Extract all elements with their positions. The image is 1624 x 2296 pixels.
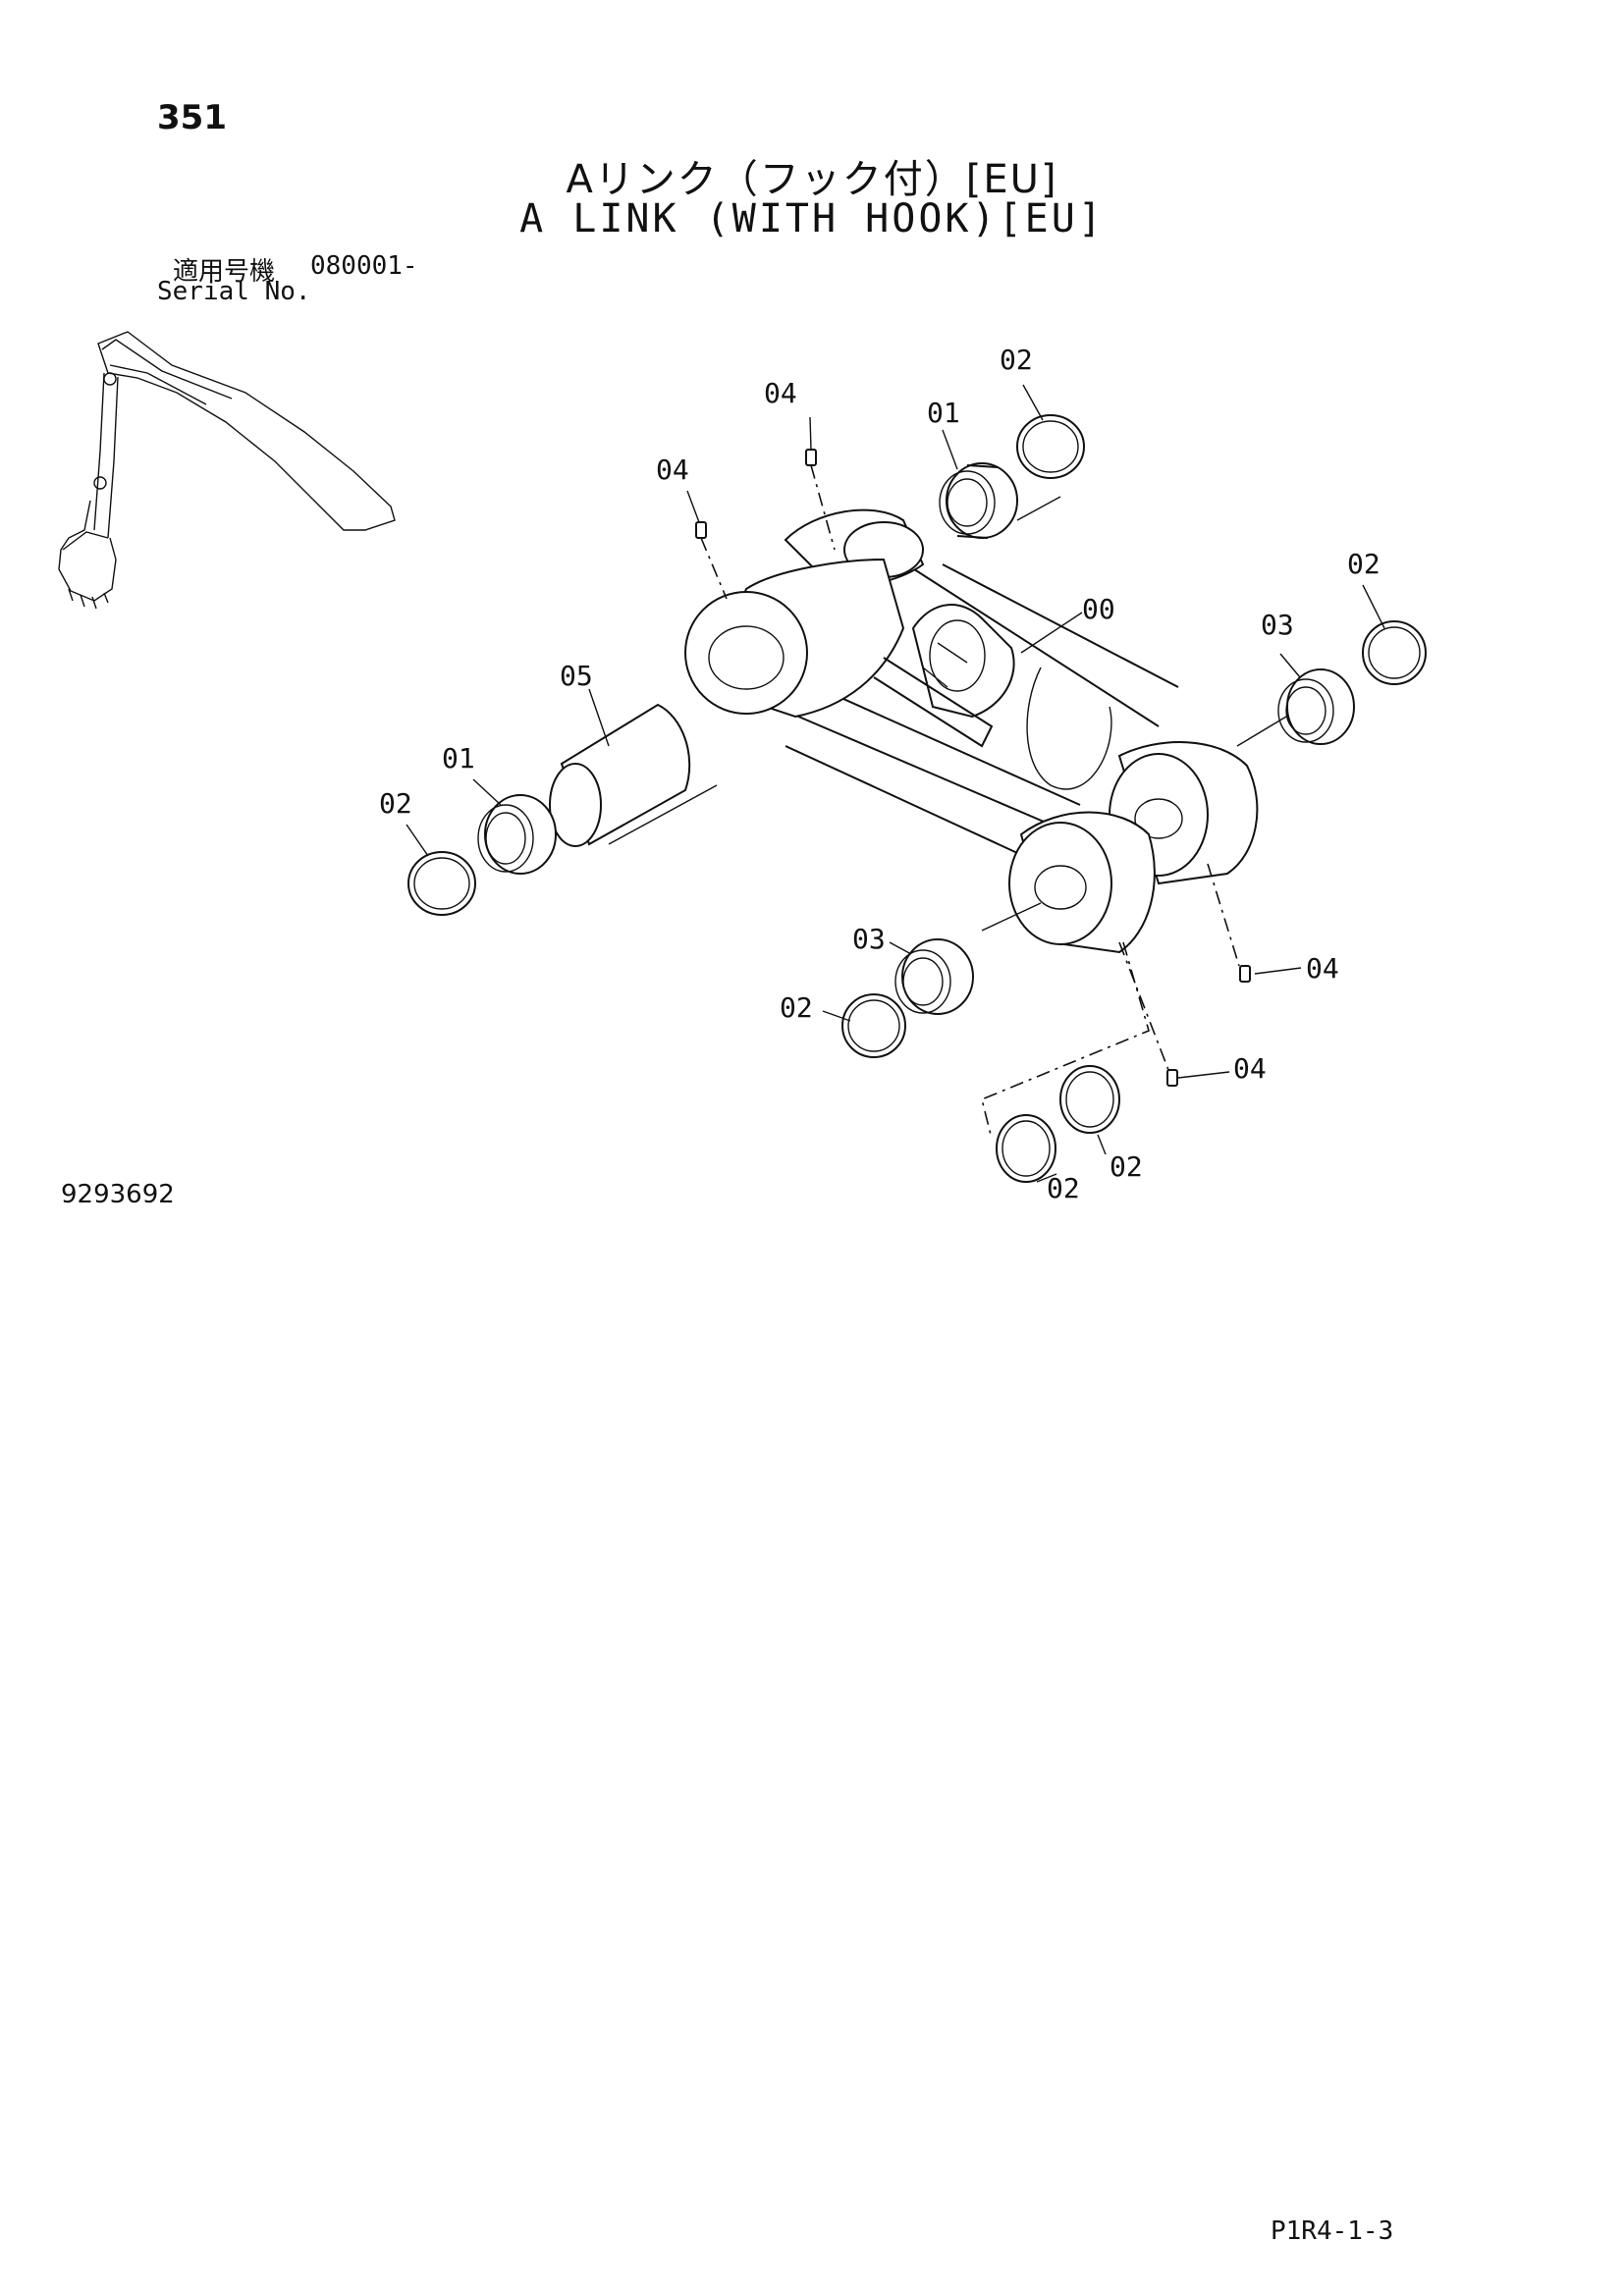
part-02-upper-ring bbox=[1016, 414, 1085, 479]
callout-05: 05 bbox=[560, 660, 593, 692]
callout-02-bottom-right: 02 bbox=[1110, 1150, 1143, 1183]
callout-03-right: 03 bbox=[1261, 609, 1294, 641]
part-05-pin bbox=[549, 703, 691, 847]
callout-01-top: 01 bbox=[927, 397, 960, 429]
a-link-body bbox=[684, 508, 1259, 954]
callout-02-bottom-left: 02 bbox=[1047, 1172, 1080, 1204]
part-02-left-ring bbox=[407, 851, 476, 916]
callout-02-lower: 02 bbox=[780, 991, 813, 1024]
callout-00: 00 bbox=[1082, 593, 1115, 625]
serial-label-english: Serial No. bbox=[157, 277, 311, 306]
callout-04-left: 04 bbox=[656, 454, 689, 486]
part-02-bottom-rings bbox=[996, 1065, 1120, 1183]
part-03-right-bushing bbox=[1277, 668, 1355, 745]
title-english: A LINK (WITH HOOK)[EU] bbox=[519, 196, 1105, 241]
hook-assembly bbox=[873, 604, 1015, 748]
callout-04-bottom: 04 bbox=[1233, 1052, 1267, 1085]
excavator-thumbnail bbox=[58, 331, 396, 610]
callout-labels: 02 04 01 04 02 00 03 05 01 02 03 04 02 0… bbox=[379, 344, 1380, 1204]
callout-04-right: 04 bbox=[1306, 952, 1339, 985]
serial-value: 080001- bbox=[310, 251, 418, 281]
page-number: 351 bbox=[157, 98, 227, 137]
part-03-lower-bushing bbox=[894, 938, 974, 1015]
part-02-right-ring bbox=[1362, 620, 1427, 685]
callout-01-left: 01 bbox=[442, 742, 475, 774]
part-01-left-bushing bbox=[477, 794, 557, 875]
part-02-lower-ring bbox=[841, 993, 906, 1058]
part-01-upper-bushing bbox=[939, 462, 1018, 539]
serial-label-japanese: 適用号機 bbox=[173, 257, 276, 287]
title-japanese: Aリンク（フック付）[EU] bbox=[566, 157, 1058, 202]
callout-02-left: 02 bbox=[379, 787, 412, 820]
callout-03-lower: 03 bbox=[852, 923, 886, 955]
part-04-grease-fittings bbox=[695, 449, 1251, 1087]
callout-02-top: 02 bbox=[1000, 344, 1033, 376]
leader-lines bbox=[406, 384, 1385, 1183]
callout-02-right: 02 bbox=[1347, 548, 1380, 580]
drawing-number: 9293692 bbox=[61, 1180, 175, 1209]
callout-04-top: 04 bbox=[764, 377, 797, 409]
page-reference: P1R4-1-3 bbox=[1271, 2216, 1394, 2246]
